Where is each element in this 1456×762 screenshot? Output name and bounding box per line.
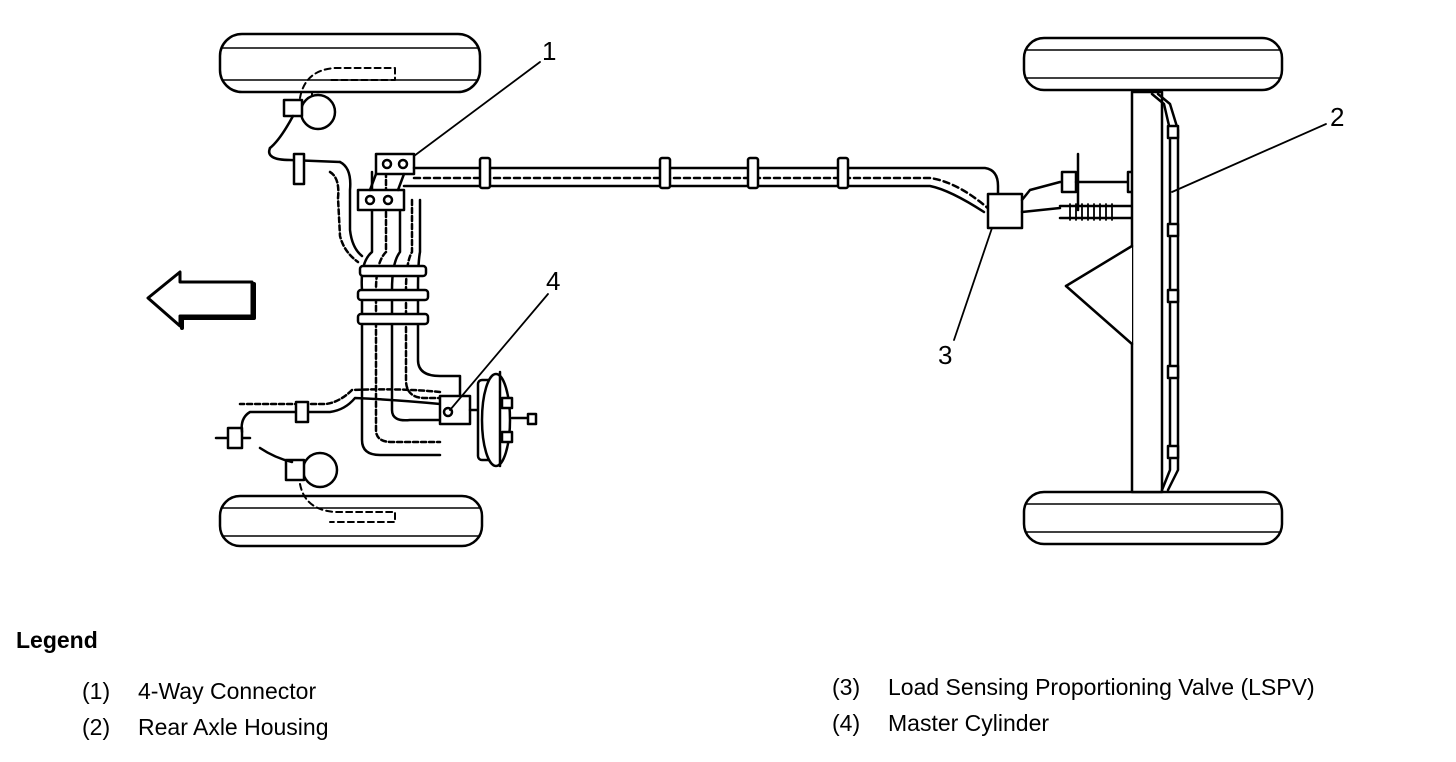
legend-item-label: Load Sensing Proportioning Valve (LSPV) xyxy=(888,674,1315,700)
legend-title: Legend xyxy=(16,627,98,653)
callout-1-label: 1 xyxy=(542,36,556,66)
legend-item-number: (2) xyxy=(82,714,111,740)
load-sensing-proportioning-valve xyxy=(986,152,1146,230)
front-left-wheel xyxy=(218,32,482,109)
legend-item-label: Master Cylinder xyxy=(888,710,1050,736)
legend-item: (1) 4-Way Connector xyxy=(82,678,316,705)
rear-axle-housing xyxy=(1064,90,1180,494)
rear-brake-line xyxy=(402,156,1000,214)
callout-2-label: 2 xyxy=(1330,102,1344,132)
callout-4-label: 4 xyxy=(546,266,560,296)
front-right-wheel xyxy=(218,483,484,548)
front-left-hub xyxy=(267,93,342,186)
callout-1: 1 xyxy=(413,36,556,157)
legend-item-number: (1) xyxy=(82,678,111,704)
legend-item-number: (4) xyxy=(832,710,861,736)
rear-left-wheel xyxy=(1022,36,1284,92)
legend-item: (2) Rear Axle Housing xyxy=(82,714,329,741)
four-way-connector xyxy=(356,152,416,212)
legend-item-number: (3) xyxy=(832,674,861,700)
rear-right-wheel xyxy=(1022,490,1284,546)
legend-item-label: Rear Axle Housing xyxy=(138,714,329,740)
legend-item-label: 4-Way Connector xyxy=(138,678,317,704)
brake-line-bundle xyxy=(238,160,462,457)
callout-4: 4 xyxy=(449,266,560,411)
callout-2: 2 xyxy=(1171,102,1344,193)
legend-item: (3) Load Sensing Proportioning Valve (LSP… xyxy=(832,674,1315,701)
legend-item: (4) Master Cylinder xyxy=(832,710,1049,737)
callout-3-label: 3 xyxy=(938,340,952,370)
brake-line-diagram: 1 2 3 4 xyxy=(146,32,1344,548)
callout-3: 3 xyxy=(938,227,993,370)
master-cylinder xyxy=(438,370,538,468)
front-right-hub xyxy=(214,426,339,489)
